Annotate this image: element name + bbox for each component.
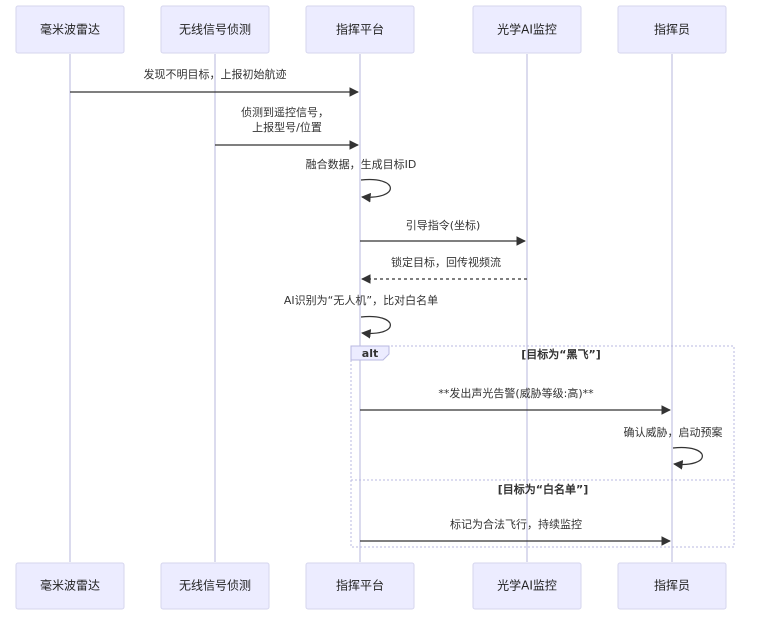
actor-bottom-cmd-label: 指挥平台 bbox=[336, 578, 384, 593]
message-7: **发出声光告警(威胁等级:高)** bbox=[360, 386, 671, 415]
message-5: 锁定目标，回传视频流 bbox=[361, 255, 527, 284]
message-7-text: **发出声光告警(威胁等级:高)** bbox=[438, 386, 594, 400]
actor-top-rf-label: 无线信号侦测 bbox=[179, 23, 251, 37]
actor-top-rf: 无线信号侦测 bbox=[160, 5, 270, 54]
message-3-text: 融合数据，生成目标ID bbox=[306, 157, 417, 171]
alt-frame: alt [目标为“黑飞”] [目标为“白名单”] bbox=[350, 345, 735, 548]
actor-bottom-officer-label: 指挥员 bbox=[654, 578, 690, 593]
message-1: 发现不明目标，上报初始航迹 bbox=[70, 67, 359, 97]
actor-bottom-rf-label: 无线信号侦测 bbox=[179, 579, 251, 593]
actor-top-cmd-label: 指挥平台 bbox=[336, 22, 384, 37]
message-6-self: AI识别为“无人机”，比对白名单 bbox=[284, 293, 438, 339]
message-3-arrow bbox=[360, 178, 391, 203]
actor-bottom-ai: 光学AI监控 bbox=[472, 562, 582, 610]
message-8-arrow bbox=[672, 446, 703, 470]
actor-top-ai: 光学AI监控 bbox=[472, 5, 582, 54]
actor-bottom-officer: 指挥员 bbox=[617, 562, 727, 610]
message-6-arrow bbox=[360, 315, 391, 339]
message-6-text: AI识别为“无人机”，比对白名单 bbox=[284, 293, 438, 307]
actor-top-radar-label: 毫米波雷达 bbox=[40, 22, 100, 37]
alt-condition-1: [目标为“黑飞”] bbox=[521, 347, 601, 361]
alt-keyword: alt bbox=[362, 347, 378, 360]
message-4-text: 引导指令(坐标) bbox=[406, 218, 481, 232]
message-2: 侦测到遥控信号， 上报型号/位置 bbox=[215, 105, 359, 150]
alt-condition-2: [目标为“白名单”] bbox=[498, 482, 589, 496]
actor-top-ai-label: 光学AI监控 bbox=[497, 22, 557, 37]
message-8-text: 确认威胁，启动预案 bbox=[624, 425, 723, 439]
message-1-text: 发现不明目标，上报初始航迹 bbox=[144, 67, 287, 81]
message-2-text-line2: 上报型号/位置 bbox=[252, 120, 322, 134]
actor-top-officer: 指挥员 bbox=[617, 5, 727, 54]
actor-top-cmd: 指挥平台 bbox=[305, 5, 415, 54]
actor-bottom-rf: 无线信号侦测 bbox=[160, 562, 270, 610]
actor-bottom-ai-label: 光学AI监控 bbox=[497, 578, 557, 593]
message-2-text-line1: 侦测到遥控信号， bbox=[241, 105, 329, 119]
message-9-text: 标记为合法飞行，持续监控 bbox=[450, 517, 582, 531]
actor-bottom-cmd: 指挥平台 bbox=[305, 562, 415, 610]
actor-bottom-radar-label: 毫米波雷达 bbox=[40, 578, 100, 593]
message-9: 标记为合法飞行，持续监控 bbox=[360, 517, 671, 546]
message-3-self: 融合数据，生成目标ID bbox=[306, 157, 417, 203]
message-8-self: 确认威胁，启动预案 bbox=[624, 425, 723, 470]
actor-top-officer-label: 指挥员 bbox=[654, 22, 690, 37]
message-4: 引导指令(坐标) bbox=[360, 218, 526, 246]
actor-bottom-radar: 毫米波雷达 bbox=[15, 562, 125, 610]
message-5-text: 锁定目标，回传视频流 bbox=[391, 255, 501, 269]
actor-top-radar: 毫米波雷达 bbox=[15, 5, 125, 54]
alt-frame-tab bbox=[350, 345, 390, 361]
